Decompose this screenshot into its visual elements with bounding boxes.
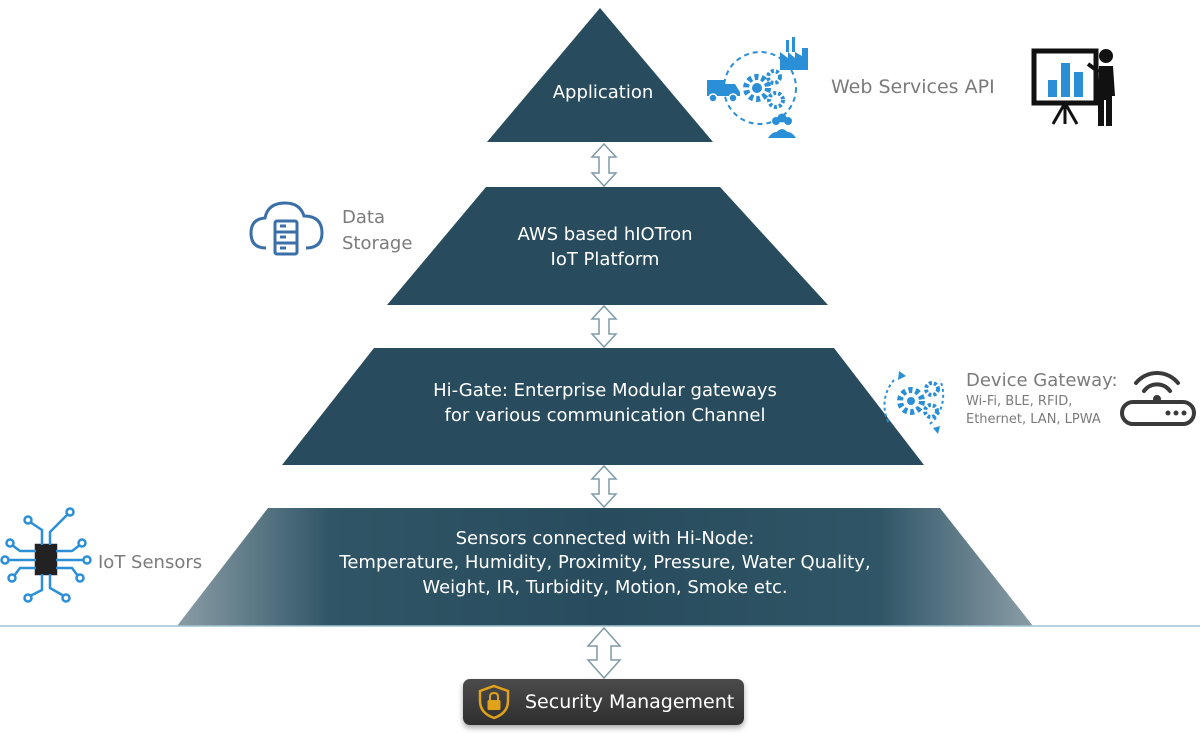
iot-sensors-label: IoT Sensors xyxy=(98,552,203,573)
tier-sensors-label: Sensors connected with Hi-Node: Temperat… xyxy=(300,527,910,600)
device-gateway-line2: Ethernet, LAN, LPWA xyxy=(966,412,1101,428)
web-services-label: Web Services API xyxy=(831,76,995,98)
circuit-chip-icon xyxy=(0,507,92,603)
sensors-line1: Sensors connected with Hi-Node: xyxy=(455,528,755,549)
tier-gateway-label: Hi-Gate: Enterprise Modular gateways for… xyxy=(370,378,840,428)
security-management-box: Security Management xyxy=(463,679,744,725)
gateway-line1: Hi-Gate: Enterprise Modular gateways xyxy=(433,380,777,401)
data-storage-label: Data Storage xyxy=(342,205,412,257)
tier-platform-shape xyxy=(387,187,828,305)
double-arrow-1 xyxy=(590,142,618,188)
security-management-label: Security Management xyxy=(525,691,735,713)
presentation-icon xyxy=(1031,48,1115,126)
gateway-gears-icon xyxy=(883,371,945,434)
sensors-line3: Weight, IR, Turbidity, Motion, Smoke etc… xyxy=(422,576,788,598)
double-arrow-4 xyxy=(586,626,622,680)
data-storage-line2: Storage xyxy=(342,233,413,255)
data-storage-line1: Data xyxy=(342,207,385,228)
router-wifi-icon xyxy=(1120,370,1196,426)
double-arrow-2 xyxy=(590,304,618,349)
tier-sensors-shape xyxy=(177,508,1033,626)
device-gateway-title: Device Gateway: xyxy=(966,370,1118,391)
sensors-line2: Temperature, Humidity, Proximity, Pressu… xyxy=(339,552,871,574)
cloud-storage-icon xyxy=(249,201,324,256)
device-gateway-line1: Wi-Fi, BLE, RFID, xyxy=(966,394,1073,410)
lock-shield-icon xyxy=(478,684,510,720)
double-arrow-3 xyxy=(590,464,618,509)
device-gateway-label: Device Gateway: Wi-Fi, BLE, RFID, Ethern… xyxy=(966,368,1118,430)
process-icon xyxy=(707,37,808,138)
tier-application-shape xyxy=(487,8,713,142)
platform-line1: AWS based hIOTron xyxy=(517,224,693,245)
tier-gateway-shape xyxy=(282,348,924,465)
application-text: Application xyxy=(552,82,654,103)
platform-line2: IoT Platform xyxy=(550,249,660,271)
tier-platform-label: AWS based hIOTron IoT Platform xyxy=(440,222,770,272)
tier-application-label: Application xyxy=(520,80,686,105)
gateway-line2: for various communication Channel xyxy=(444,405,766,427)
